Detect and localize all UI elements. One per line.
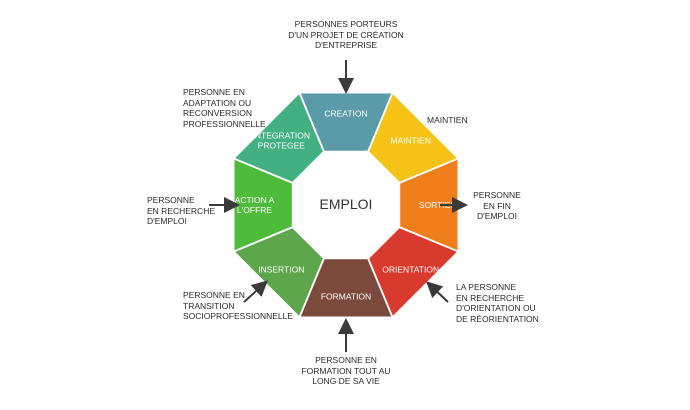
note-line: PERSONNE EN	[183, 290, 245, 300]
note-top-right: MAINTIEN	[427, 115, 468, 126]
arrow-bottom-left	[243, 280, 268, 303]
note-line: MAINTIEN	[427, 115, 468, 125]
note-line: PERSONNE EN	[315, 355, 377, 365]
note-line: FORMATION TOUT AU	[301, 365, 391, 376]
arrow-bottom-right	[426, 281, 449, 303]
segment-sorties	[400, 159, 458, 251]
segment-label-insertion: INSERTION	[258, 265, 304, 275]
note-line: EN RECHERCHE	[456, 292, 525, 303]
note-line: LONG DE SA VIE	[312, 376, 380, 386]
segment-label-sorties: SORTIES	[419, 200, 456, 210]
segment-formation	[300, 259, 392, 317]
segment-label-formation: FORMATION	[321, 292, 371, 302]
note-line: D'UN PROJET DE CRÉATION	[288, 29, 404, 40]
note-line: EN FIN	[483, 200, 511, 211]
note-line: RECONVERSION	[183, 108, 252, 118]
segment-integration	[235, 94, 323, 182]
note-line: D'EMPLOI	[147, 216, 187, 226]
segment-creation	[300, 93, 392, 151]
arrows	[209, 60, 468, 352]
note-line: LA PERSONNE	[456, 282, 516, 292]
note-line: ADAPTATION OU	[183, 97, 252, 108]
note-line: SOCIOPROFESSIONNELLE	[183, 311, 294, 321]
note-line: PERSONNES PORTEURS	[294, 19, 398, 29]
segment-maintien	[369, 94, 457, 182]
note-line: EN RECHERCHE	[147, 205, 216, 216]
note-line: D'ENTREPRISE	[314, 40, 378, 50]
note-line: DE RÉORIENTATION	[456, 313, 539, 324]
note-line: D'EMPLOI	[477, 211, 517, 221]
note-line: PERSONNE	[147, 195, 195, 205]
center-label: EMPLOI	[320, 196, 373, 212]
note-line: TRANSITION	[183, 300, 235, 311]
segment-action	[234, 159, 292, 251]
note-line: PERSONNE	[473, 190, 521, 200]
segment-label-creation: CREATION	[324, 109, 367, 119]
segment-label-orientation: ORIENTATION	[382, 265, 439, 275]
note-line: PROFESSIONNELLE	[183, 118, 266, 129]
note-line: PERSONNE EN	[183, 87, 245, 97]
segment-orientation	[369, 228, 457, 316]
segment-label-maintien: MAINTIEN	[390, 135, 431, 145]
note-line: D'ORIENTATION OU	[456, 303, 536, 313]
segment-insertion	[235, 228, 323, 316]
